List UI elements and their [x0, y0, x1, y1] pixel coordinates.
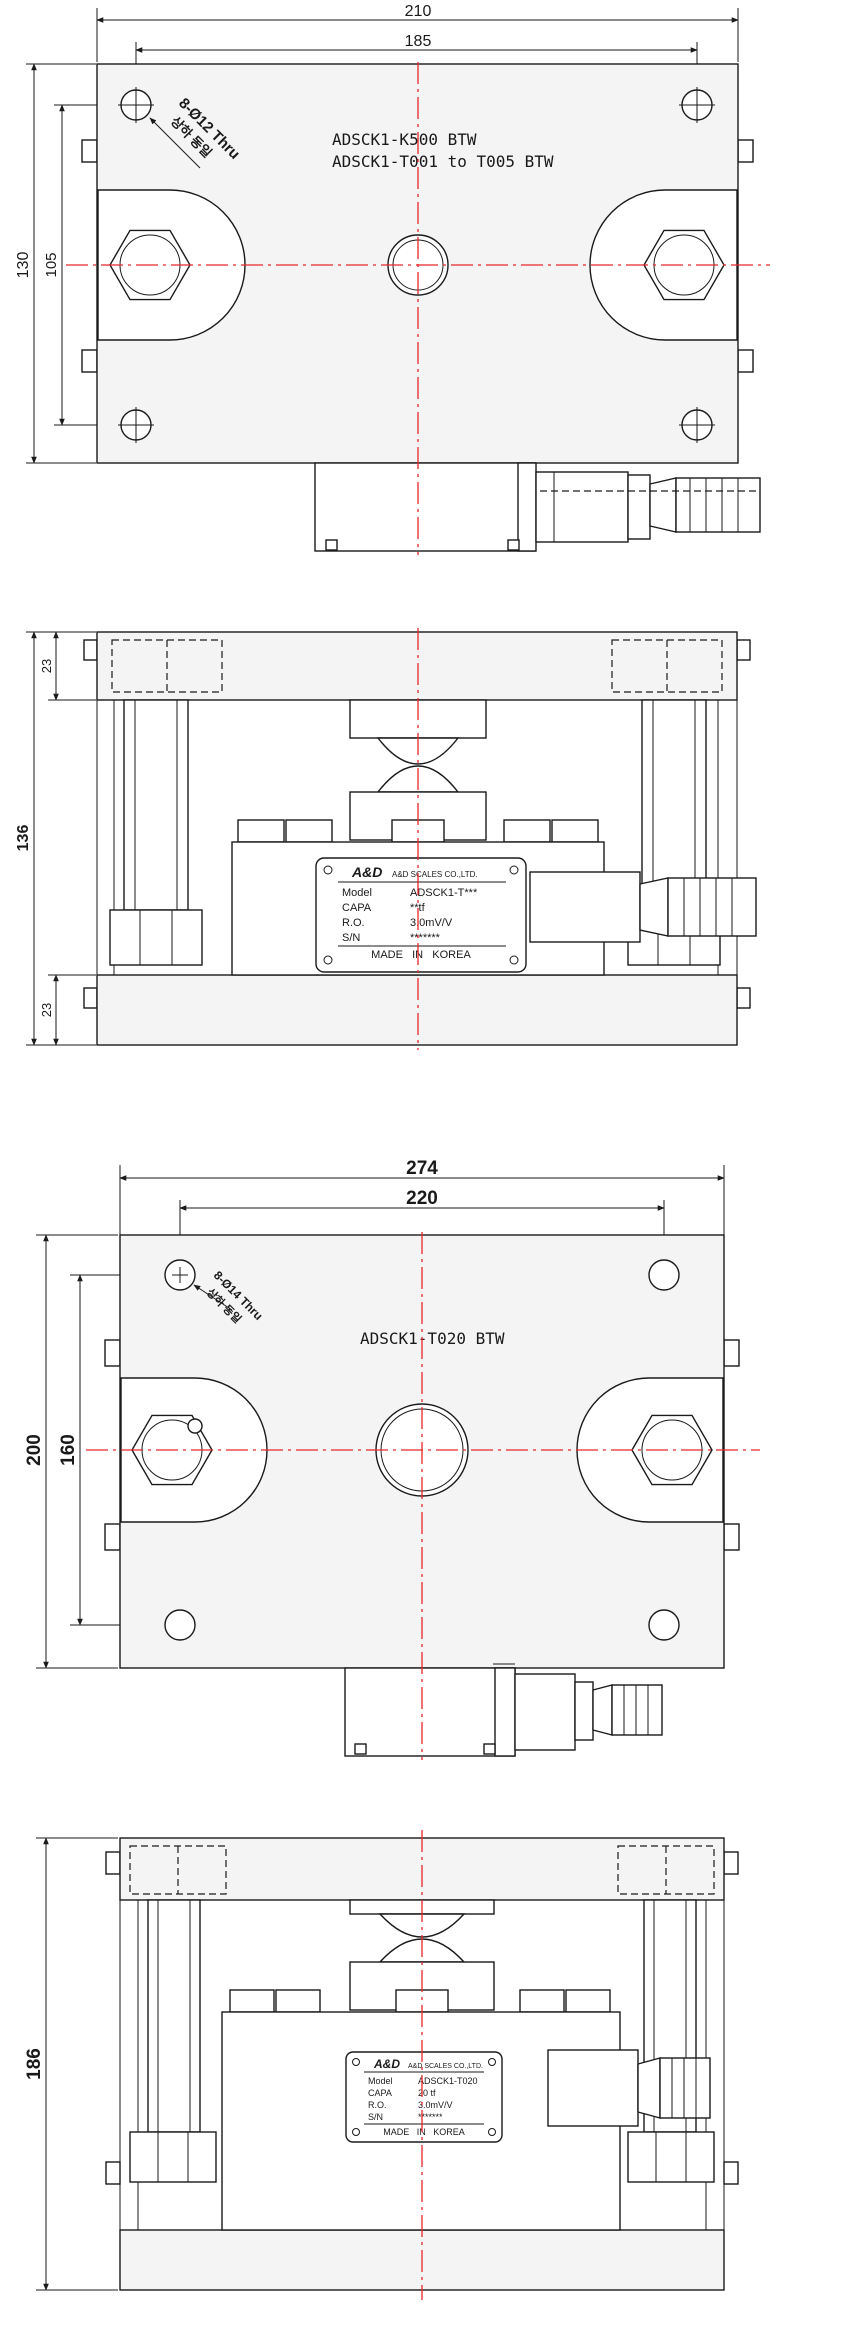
view1-dim-inner-height: 105	[43, 252, 60, 277]
view4-plate-company: A&D SCALES CO.,LTD.	[408, 2063, 483, 2070]
view4-plate-value-0: ADSCK1-T020	[418, 2076, 478, 2086]
view3-cable-gland	[574, 1681, 594, 1741]
view3-dim-total: 274	[406, 1158, 438, 1179]
view1-top-view: 210 185 130 105	[15, 3, 770, 555]
view1-cable-gland	[627, 474, 651, 540]
view2-plate-label-0: Model	[342, 887, 372, 899]
view4-plate-value-1: 20 tf	[418, 2088, 436, 2098]
view2-plate-label-3: S/N	[342, 932, 360, 944]
view1-dim-total: 210	[405, 3, 432, 20]
view2-front-view: 136 23 23	[15, 628, 757, 1050]
view2-plate-value-2: 3.0mV/V	[410, 917, 453, 929]
view3-dim-height: 200	[24, 1434, 45, 1466]
view3-mounting-holes	[164, 1259, 680, 1641]
view4-dim-total-height: 186	[24, 2048, 45, 2080]
view3-dim-holes: 220	[406, 1188, 438, 1209]
view4-name-plate: A&D A&D SCALES CO.,LTD. Model ADSCK1-T02…	[345, 2051, 503, 2143]
view1-dim-holes: 185	[405, 33, 432, 50]
view1-model-line-1: ADSCK1-K500 BTW	[332, 130, 477, 149]
view4-plate-label-0: Model	[368, 2076, 393, 2086]
view2-plate-value-3: *******	[410, 932, 441, 944]
view2-plate-value-0: ADSCK1-T***	[410, 887, 478, 899]
view2-plate-footer: MADE IN KOREA	[371, 949, 471, 961]
view4-plate-brand: A&D	[373, 2057, 400, 2071]
view2-name-plate: A&D A&D SCALES CO.,LTD. Model ADSCK1-T**…	[315, 857, 527, 973]
view3-model-line-1: ADSCK1-T020 BTW	[360, 1329, 505, 1348]
view4-plate-value-2: 3.0mV/V	[418, 2100, 453, 2110]
view2-bottom-plate	[96, 974, 738, 1046]
view2-dim-top: 23	[39, 659, 54, 673]
view4-plate-label-2: R.O.	[368, 2100, 387, 2110]
view3-dim-inner-height: 160	[58, 1434, 79, 1466]
view1-dim-height: 130	[15, 252, 32, 279]
view2-plate-label-1: CAPA	[342, 902, 372, 914]
view1-mounting-holes	[118, 87, 715, 443]
view2-dim-bottom: 23	[39, 1003, 54, 1017]
view2-top-plate	[96, 631, 738, 701]
view2-body-bolts	[237, 819, 599, 843]
view2-plate-brand: A&D	[351, 864, 382, 880]
view1-model-line-2: ADSCK1-T001 to T005 BTW	[332, 152, 554, 171]
view4-plate-label-3: S/N	[368, 2112, 383, 2122]
view4-plate-label-1: CAPA	[368, 2088, 392, 2098]
view4-body-bolts	[229, 1989, 611, 2013]
view4-plate-value-3: *******	[418, 2112, 443, 2122]
view2-plate-label-2: R.O.	[342, 917, 365, 929]
view4-plate-footer: MADE IN KOREA	[383, 2127, 465, 2137]
view2-plate-company: A&D SCALES CO.,LTD.	[392, 870, 478, 879]
view2-dim-total-height: 136	[15, 825, 32, 852]
view3-top-view: 274 220 200 160 8-Ø14 Thru 상하 동일 ADS	[24, 1158, 760, 1760]
view4-front-view: 186	[24, 1830, 739, 2300]
